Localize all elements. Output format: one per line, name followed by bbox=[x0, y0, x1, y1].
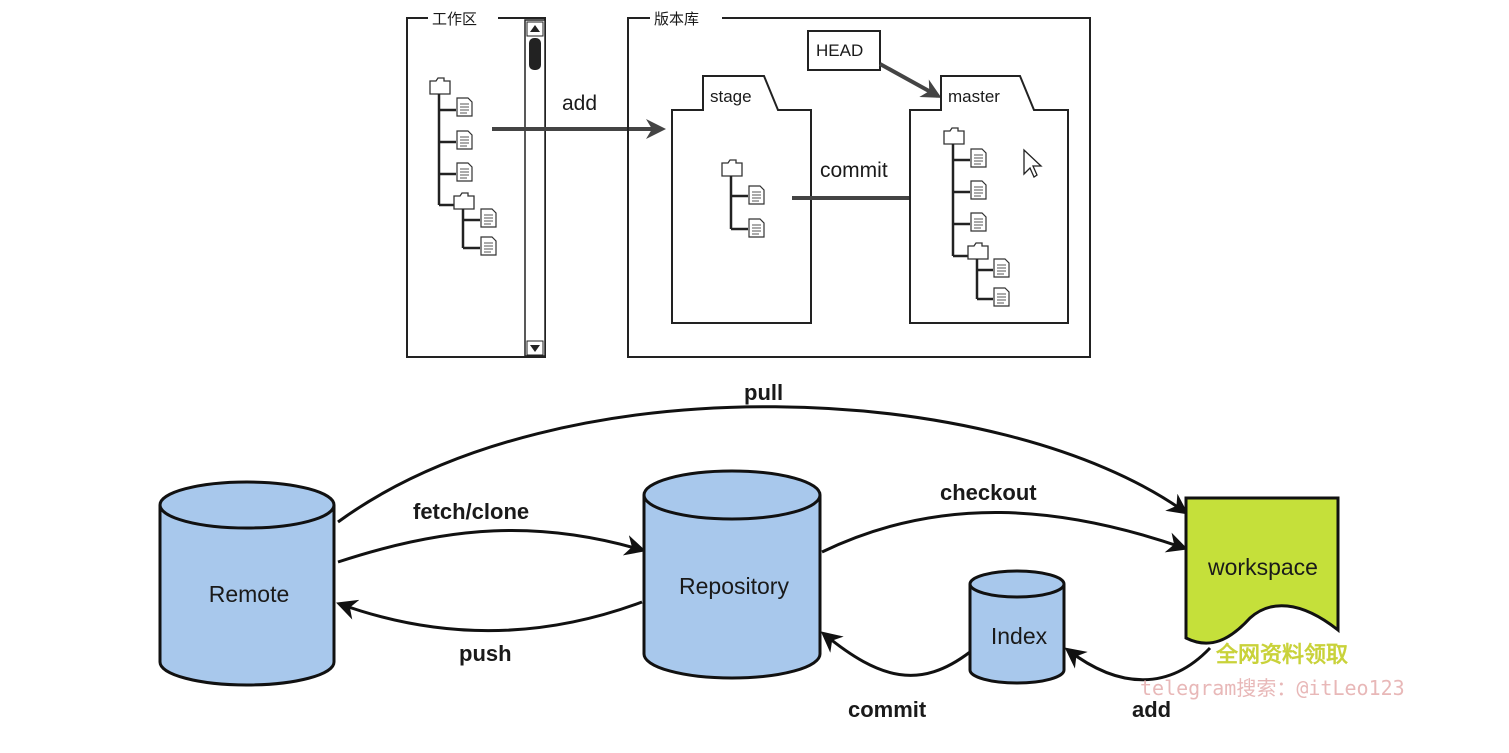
folder-icon bbox=[967, 242, 989, 260]
file-icon bbox=[480, 208, 497, 228]
file-icon bbox=[748, 218, 765, 238]
checkout-arrow: checkout bbox=[821, 480, 1188, 554]
file-icon bbox=[970, 148, 987, 168]
add-label: add bbox=[562, 92, 597, 115]
push-arrow: push bbox=[336, 599, 643, 666]
pull-label: pull bbox=[744, 380, 783, 405]
file-icon bbox=[480, 236, 497, 256]
add-arrow: add bbox=[492, 92, 666, 139]
remote-label: Remote bbox=[209, 581, 290, 607]
scroll-thumb[interactable] bbox=[529, 38, 541, 70]
pull-arrow: pull bbox=[337, 380, 1189, 524]
repository-panel: 版本库 bbox=[627, 10, 1091, 358]
add-label-bottom: add bbox=[1132, 697, 1171, 722]
watermark: 全网资料领取 telegram搜索：@itLeo123 bbox=[1140, 642, 1405, 700]
scroll-up-icon[interactable] bbox=[530, 25, 540, 32]
workspace-node: workspace bbox=[1184, 496, 1340, 645]
scrollbar[interactable] bbox=[524, 19, 546, 357]
working-directory-panel: 工作区 bbox=[406, 10, 546, 358]
mouse-cursor-icon bbox=[1023, 148, 1043, 178]
commit-label-top: commit bbox=[820, 159, 888, 182]
fetch-clone-arrow: fetch/clone bbox=[337, 499, 647, 564]
folder-icon bbox=[429, 77, 451, 95]
file-icon bbox=[970, 180, 987, 200]
file-icon bbox=[993, 287, 1010, 307]
watermark-line2: telegram搜索：@itLeo123 bbox=[1140, 676, 1405, 700]
repository-label-node: Repository bbox=[679, 573, 789, 599]
head-pointer: HEAD bbox=[807, 30, 942, 98]
watermark-line1: 全网资料领取 bbox=[1215, 642, 1348, 668]
working-directory-label: 工作区 bbox=[432, 10, 477, 28]
remote-node: Remote bbox=[158, 480, 336, 687]
head-label: HEAD bbox=[816, 41, 863, 60]
master-label: master bbox=[948, 87, 1000, 106]
folder-icon bbox=[453, 192, 475, 210]
stage-label: stage bbox=[710, 87, 752, 106]
file-icon bbox=[456, 162, 473, 182]
add-arrow-bottom: add bbox=[1064, 646, 1212, 722]
file-icon bbox=[748, 185, 765, 205]
folder-icon bbox=[943, 127, 965, 145]
push-label: push bbox=[459, 641, 512, 666]
file-icon bbox=[456, 130, 473, 150]
file-icon bbox=[456, 97, 473, 117]
checkout-label: checkout bbox=[940, 480, 1037, 505]
repository-label: 版本库 bbox=[654, 10, 699, 28]
scroll-down-icon[interactable] bbox=[530, 345, 540, 352]
master-branch: master bbox=[909, 75, 1069, 324]
commit-label-bottom: commit bbox=[848, 697, 927, 722]
working-tree bbox=[429, 77, 497, 256]
commit-arrow-bottom: commit bbox=[820, 631, 971, 722]
stage-area: stage bbox=[671, 75, 812, 324]
workspace-label: workspace bbox=[1207, 554, 1318, 580]
file-icon bbox=[970, 212, 987, 232]
folder-icon bbox=[721, 159, 743, 177]
repository-node: Repository bbox=[642, 469, 822, 680]
index-node: Index bbox=[968, 569, 1066, 685]
file-icon bbox=[993, 258, 1010, 278]
fetch-clone-label: fetch/clone bbox=[413, 499, 529, 524]
index-label: Index bbox=[991, 623, 1048, 649]
